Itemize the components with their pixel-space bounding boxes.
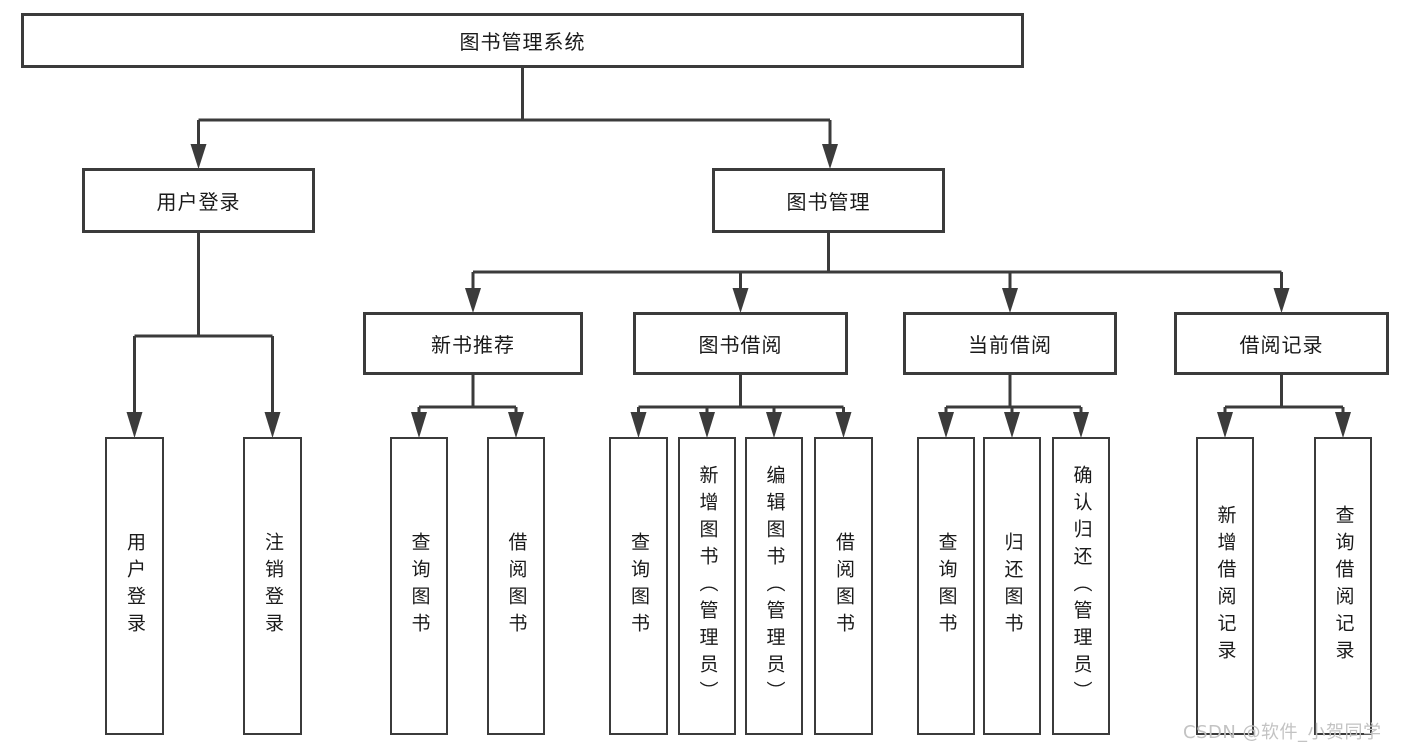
node-leaf-query-books-borrowing: 查询图书: [609, 437, 668, 735]
node-label: 新书推荐: [431, 333, 515, 357]
node-label: 确认归还（管理员）: [1070, 464, 1093, 708]
node-label: 图书借阅: [698, 333, 783, 357]
csdn-watermark: CSDN @软件_小贺同学: [1183, 722, 1382, 743]
node-label: 查询借阅记录: [1332, 505, 1355, 667]
node-label: 编辑图书（管理员）: [763, 464, 786, 708]
node-label: 查询图书: [628, 532, 650, 640]
node-leaf-add-books-admin: 新增图书（管理员）: [678, 437, 736, 735]
node-label: 借阅记录: [1239, 333, 1324, 357]
node-label: 新增借阅记录: [1214, 505, 1237, 667]
node-label: 注销登录: [262, 532, 284, 640]
node-label: 用户登录: [156, 190, 241, 214]
node-leaf-user-login: 用户登录: [105, 437, 164, 735]
node-new-book-recommendation: 新书推荐: [363, 312, 583, 375]
node-library-management-system: 图书管理系统: [21, 13, 1024, 68]
node-label: 图书管理系统: [459, 30, 586, 54]
node-leaf-query-books-recommend: 查询图书: [390, 437, 448, 735]
node-leaf-borrow-books-recommend: 借阅图书: [487, 437, 545, 735]
node-label: 借阅图书: [833, 532, 855, 640]
node-book-borrowing: 图书借阅: [633, 312, 848, 375]
node-label: 图书管理: [786, 190, 871, 214]
node-leaf-return-books: 归还图书: [983, 437, 1041, 735]
node-user-login: 用户登录: [82, 168, 315, 233]
node-label: 归还图书: [1001, 532, 1024, 640]
node-label: 查询图书: [408, 532, 431, 640]
node-leaf-edit-books-admin: 编辑图书（管理员）: [745, 437, 803, 735]
node-current-borrowing: 当前借阅: [903, 312, 1117, 375]
arrowheads: [126, 144, 1351, 438]
node-borrowing-records: 借阅记录: [1174, 312, 1389, 375]
node-book-management: 图书管理: [712, 168, 945, 233]
node-leaf-query-books-current: 查询图书: [917, 437, 975, 735]
node-leaf-confirm-return-admin: 确认归还（管理员）: [1052, 437, 1110, 735]
node-label: 借阅图书: [505, 532, 528, 640]
node-leaf-add-borrow-record: 新增借阅记录: [1196, 437, 1254, 735]
node-leaf-logout-login: 注销登录: [243, 437, 302, 735]
node-leaf-query-borrow-record: 查询借阅记录: [1314, 437, 1372, 735]
node-label: 新增图书（管理员）: [696, 464, 719, 708]
node-label: 当前借阅: [968, 333, 1052, 357]
node-leaf-borrow-books: 借阅图书: [814, 437, 873, 735]
node-label: 用户登录: [124, 532, 146, 640]
node-label: 查询图书: [935, 532, 958, 640]
